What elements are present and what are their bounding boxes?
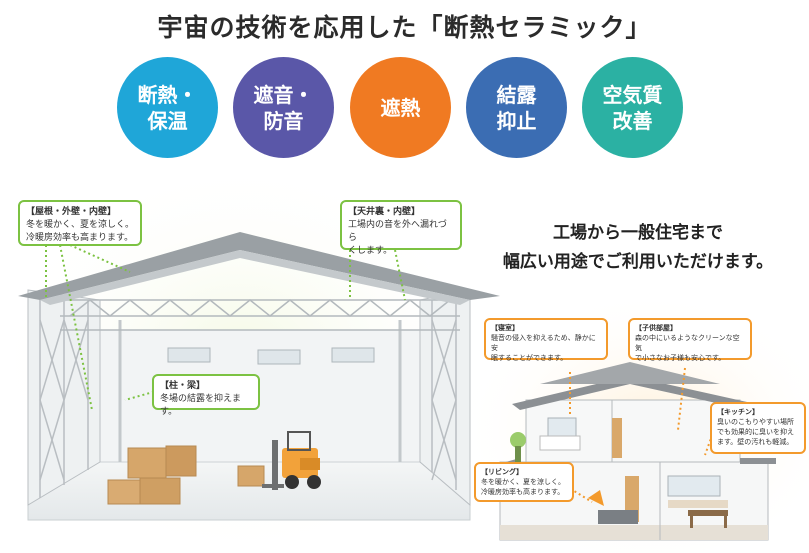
callout-roof-walls: 【屋根・外壁・内壁】 冬を暖かく、夏を涼しく。 冷暖房効率も高まります。 — [18, 200, 142, 246]
feature-insulation: 断熱・ 保温 — [117, 57, 218, 158]
callout-kitchen: 【キッチン】 臭いのこもりやすい場所 でも効果的に臭いを抑え ます。壁の汚れも軽… — [710, 402, 806, 454]
callout-pillar: 【柱・梁】 冬場の結露を抑えます。 — [152, 374, 260, 417]
callout-heading: 【屋根・外壁・内壁】 — [26, 207, 117, 217]
callout-body: 工場内の音を外へ漏れづら くします。 — [348, 220, 447, 256]
feature-condensation: 結露 抑止 — [466, 57, 567, 158]
callout-heading: 【天井裏・内壁】 — [348, 207, 421, 217]
feature-heat-shield: 遮熱 — [350, 57, 451, 158]
callout-body: 騒音の侵入を抑えるため、静かに安 眠することができます。 — [491, 334, 596, 362]
callout-body: 冬を暖かく、夏を涼しく。 冷暖房効率も高まります。 — [26, 220, 135, 243]
feature-air-quality: 空気質 改善 — [582, 57, 683, 158]
callout-kids-room: 【子供部屋】 森の中にいるようなクリーンな空気 で小さなお子様も安心です。 — [628, 318, 752, 362]
page-title: 宇宙の技術を応用した「断熱セラミック」 — [157, 13, 652, 42]
callout-heading: 【リビング】 — [481, 468, 523, 476]
forklift-icon — [262, 431, 321, 490]
callout-ceiling: 【天井裏・内壁】 工場内の音を外へ漏れづら くします。 — [340, 200, 462, 256]
callout-heading: 【柱・梁】 — [160, 381, 206, 391]
callout-bedroom: 【寝室】 騒音の侵入を抑えるため、静かに安 眠することができます。 — [484, 318, 608, 362]
callout-body: 森の中にいるようなクリーンな空気 で小さなお子様も安心です。 — [635, 334, 740, 362]
tagline-line1: 工場から一般住宅まで — [553, 223, 723, 243]
feature-soundproof: 遮音・ 防音 — [233, 57, 334, 158]
callout-heading: 【寝室】 — [491, 324, 519, 332]
tagline-line2: 幅広い用途でご利用いただけます。 — [502, 252, 774, 272]
callout-body: 冬場の結露を抑えます。 — [160, 394, 242, 417]
callout-heading: 【キッチン】 — [717, 408, 759, 416]
callout-body: 臭いのこもりやすい場所 でも効果的に臭いを抑え ます。壁の汚れも軽減。 — [717, 418, 794, 446]
factory-illustration — [18, 232, 500, 521]
callout-living: 【リビング】 冬を暖かく、夏を涼しく。 冷暖房効率も高まります。 — [474, 462, 574, 502]
callout-heading: 【子供部屋】 — [635, 324, 677, 332]
callout-body: 冬を暖かく、夏を涼しく。 冷暖房効率も高まります。 — [481, 478, 565, 496]
